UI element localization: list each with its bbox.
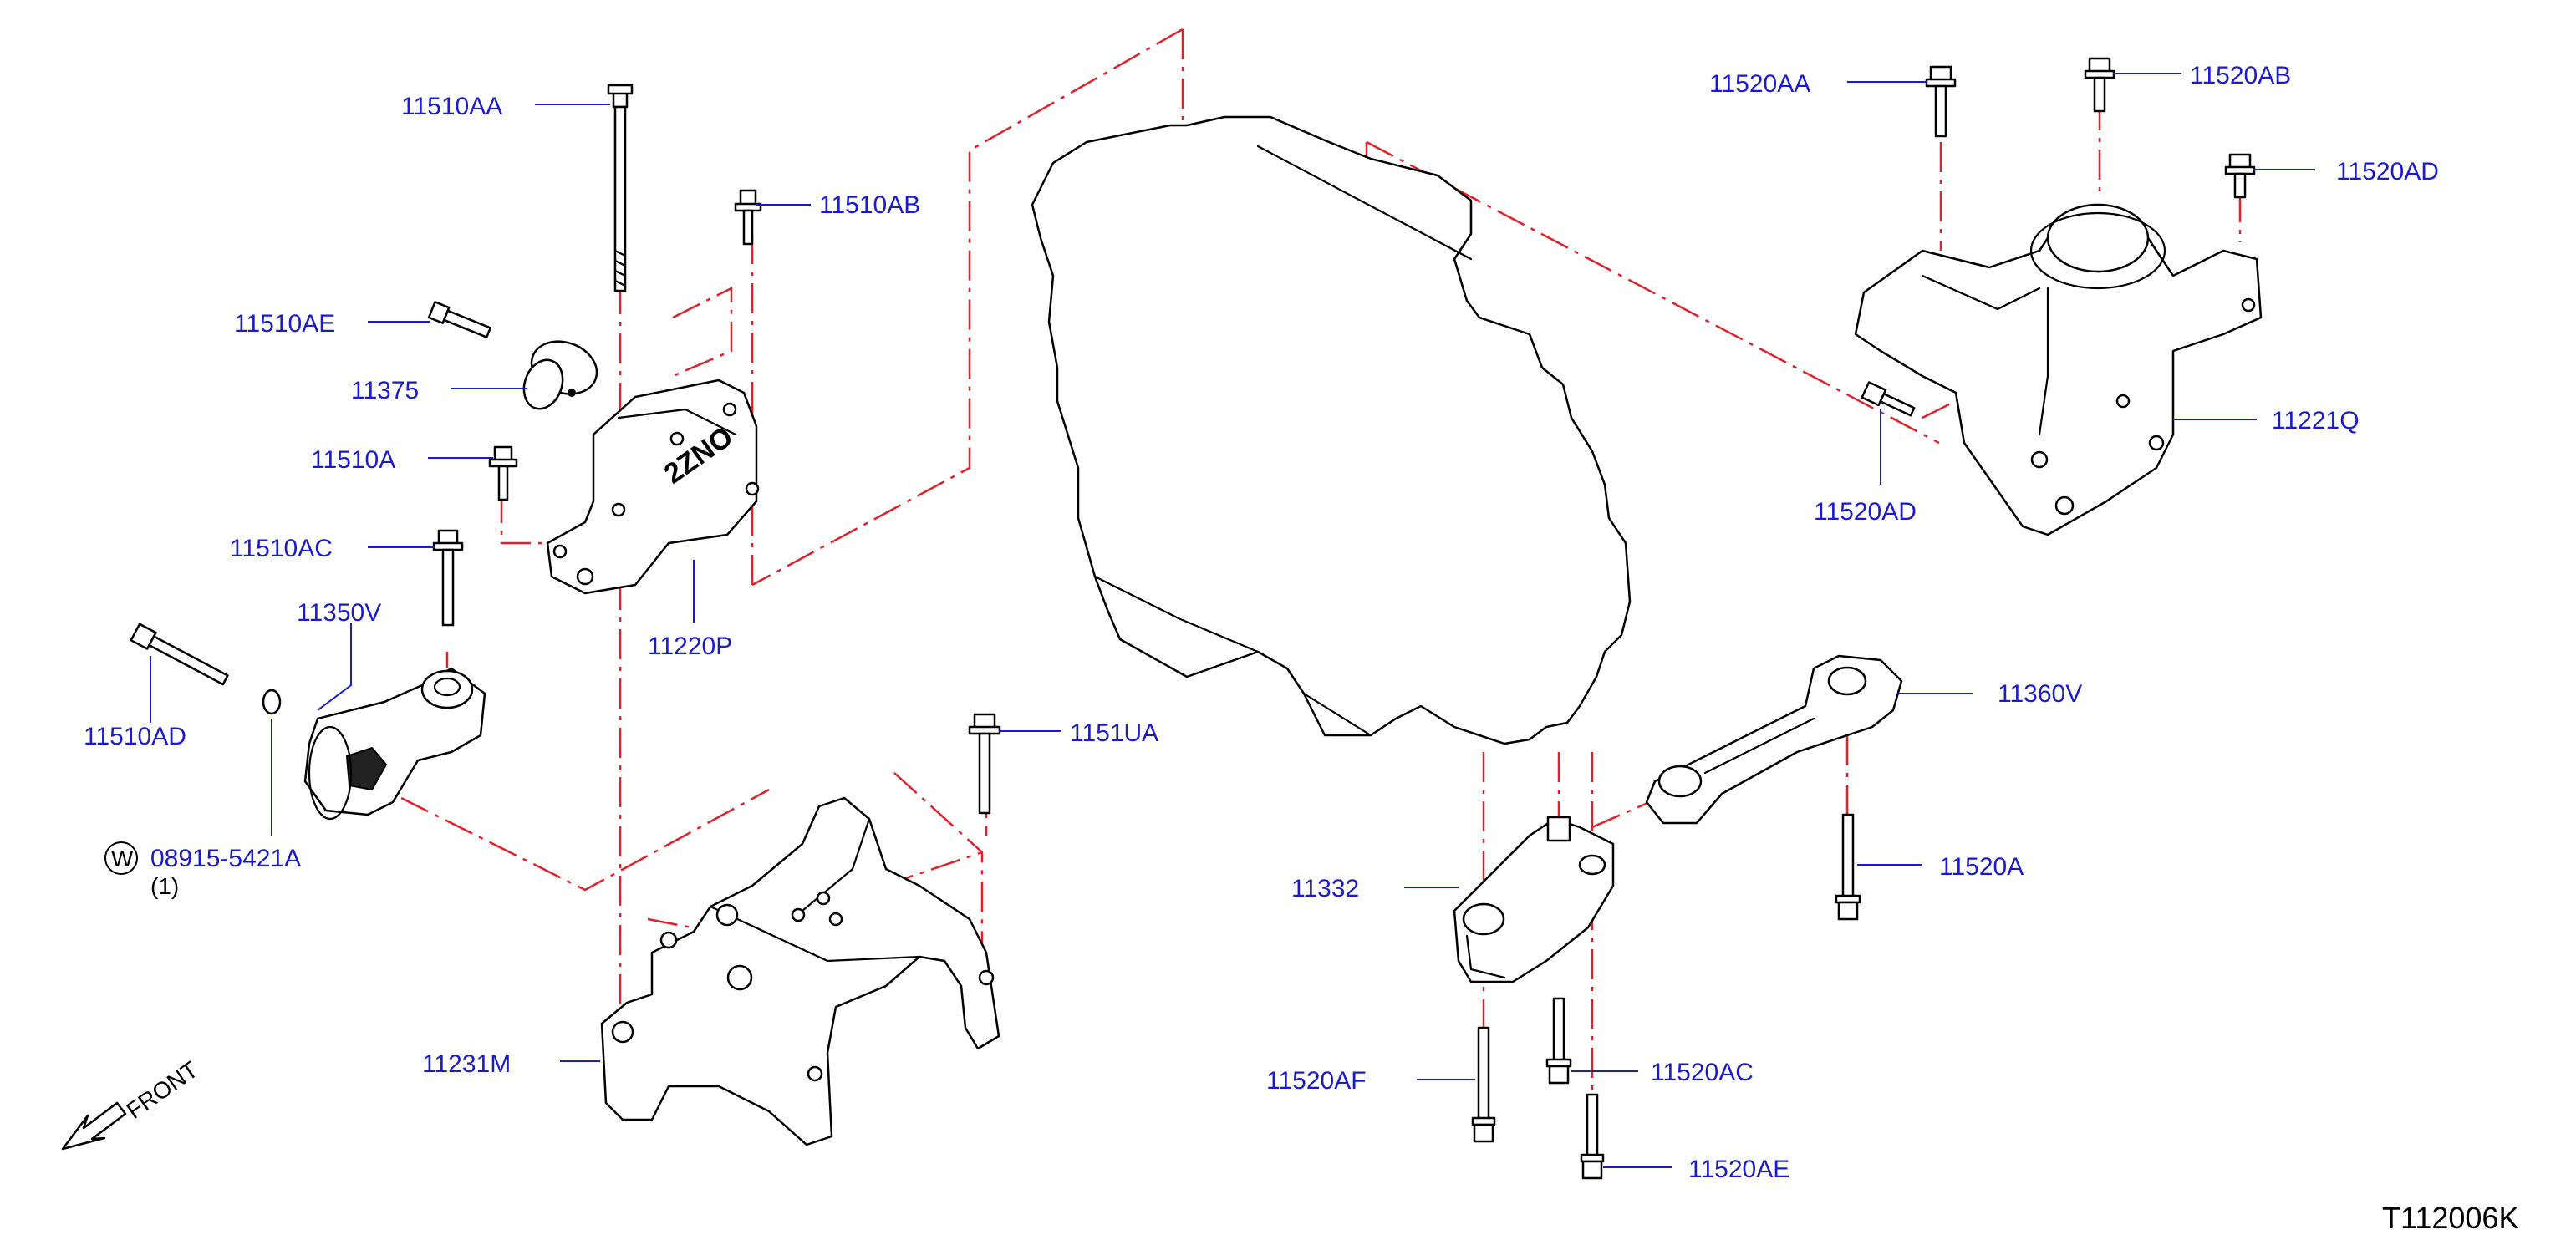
callout-11520AB: 11520AB [2190,62,2291,89]
callout-11520AF: 11520AF [1266,1067,1367,1095]
callout-11510AD: 11510AD [84,723,186,750]
washer-quantity: (1) [150,873,179,899]
callout-11221Q: 11221Q [2272,407,2360,435]
callout-11375: 11375 [351,377,419,404]
callout-11220P: 11220P [648,633,732,660]
callout-11520AE: 11520AE [1688,1156,1789,1183]
callout-11520AD-mid: 11520AD [1814,498,1917,526]
leader-lines [150,73,2315,1168]
svg-text:W: W [111,846,134,872]
mount-bracket-11231M [600,796,1000,1146]
callout-11332: 11332 [1291,875,1359,902]
engine-mount-11221Q [1854,203,2263,536]
callout-11510AE: 11510AE [234,310,335,338]
callout-11520AA: 11520AA [1709,70,1810,98]
engine-mount-bracket-11220P: 2ZNO [546,379,760,595]
washer-symbol: W [104,841,138,875]
callout-11510AB: 11510AB [819,191,920,219]
torque-rod-11360V [1645,654,1903,825]
callout-11510A: 11510A [311,446,395,474]
callout-11350V: 11350V [297,599,381,627]
callout-11520AD-top: 11520AD [2336,158,2439,185]
bolts [130,57,2256,1180]
callout-1151UA: 1151UA [1070,719,1158,747]
washer-08915-5421A [262,689,282,715]
front-label: FRONT [122,1056,203,1124]
callout-11520AC: 11520AC [1651,1059,1754,1086]
bushing-11375 [522,340,598,410]
transmission-mount-11350V [303,667,486,821]
callout-11510AA: 11510AA [401,93,502,120]
bracket-11332 [1453,816,1615,983]
callout-11231M: 11231M [422,1050,511,1078]
callout-08915-5421A: 08915-5421A [150,845,301,872]
engine-block-outline [1031,115,1632,745]
callout-11520A: 11520A [1939,853,2024,881]
callout-11510AC: 11510AC [230,535,333,562]
front-direction-arrow: FRONT [61,1056,203,1151]
diagram-code: T112006K [2382,1201,2518,1235]
callout-11360V: 11360V [1998,680,2082,708]
